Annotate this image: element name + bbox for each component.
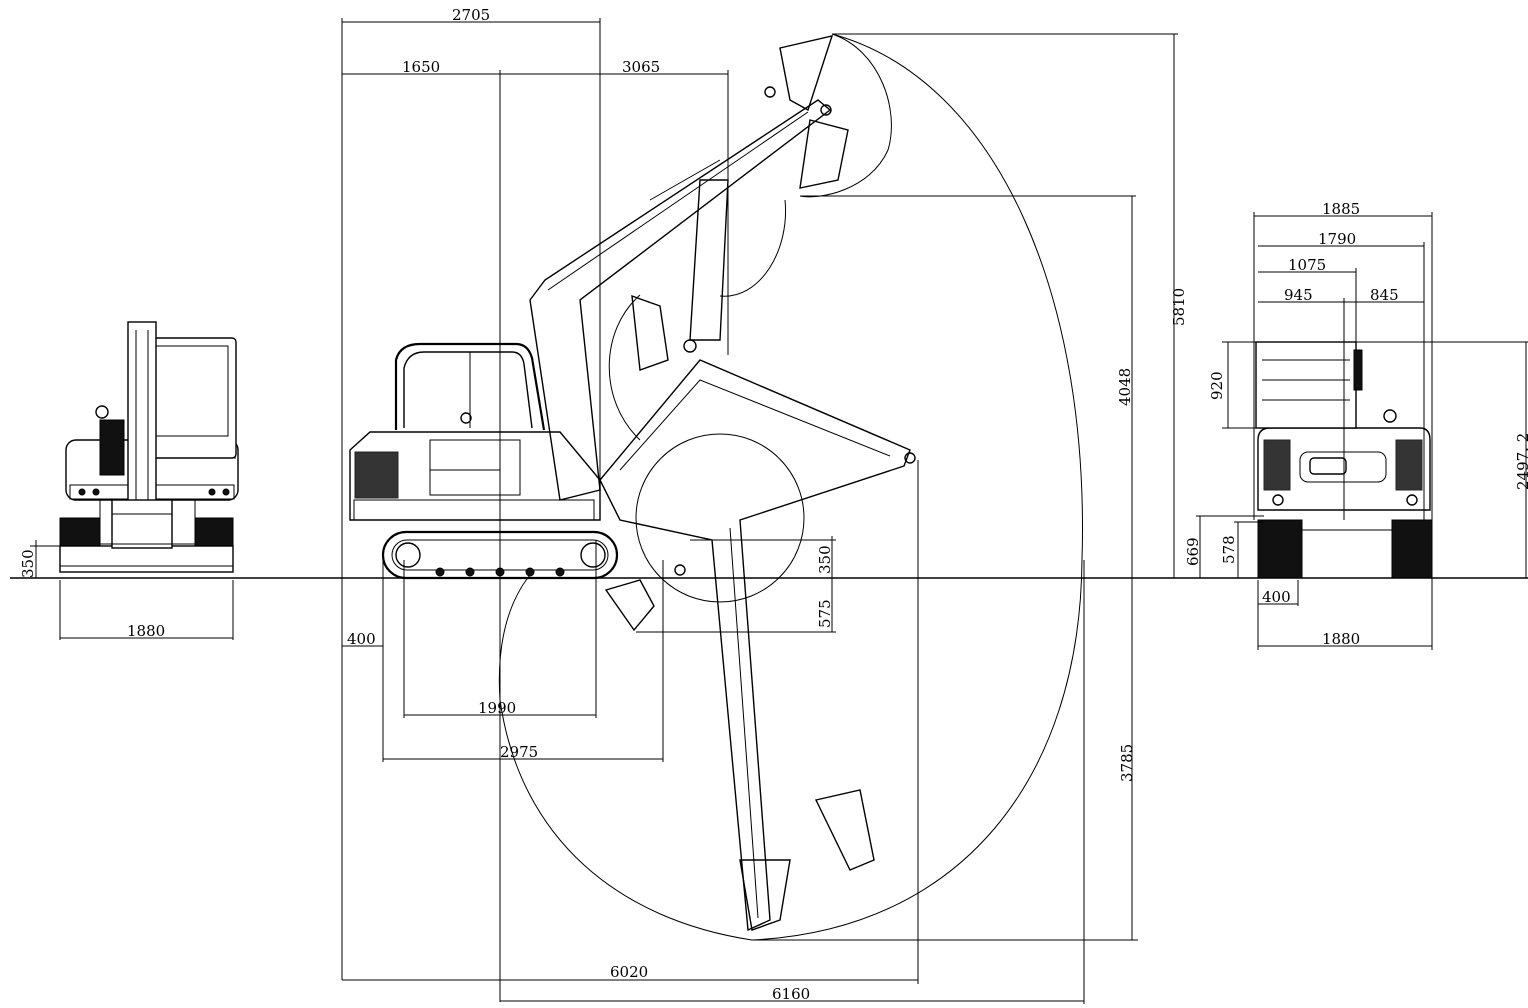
dim-575-label: 575 [816, 599, 834, 628]
rear-2497-label: 2497. 2 [1514, 433, 1528, 490]
rear-845-label: 845 [1370, 286, 1399, 304]
boom-extended [599, 294, 916, 932]
dim-5810-label: 5810 [1170, 288, 1188, 326]
dim-2705-label: 2705 [452, 6, 490, 24]
rear-1885-label: 1885 [1322, 200, 1360, 218]
dim-6020-label: 6020 [610, 963, 648, 981]
dim-1650-label: 1650 [402, 58, 440, 76]
rear-1075-label: 1075 [1288, 256, 1326, 274]
dim-350-label: 350 [816, 545, 834, 574]
dim-2975-label: 2975 [500, 743, 538, 761]
rear-945-label: 945 [1284, 286, 1313, 304]
dim-6160-label: 6160 [772, 985, 810, 1003]
rear-920-label: 920 [1208, 371, 1226, 400]
dim-1990-label: 1990 [478, 699, 516, 717]
boom-arm [529, 35, 849, 501]
rear-1880-label: 1880 [1322, 630, 1360, 648]
dim-4048-label: 4048 [1116, 368, 1134, 406]
rear-669-label: 669 [1184, 537, 1202, 566]
front-1880-label: 1880 [127, 622, 165, 640]
reach-envelope [498, 33, 1083, 941]
front-view [59, 321, 239, 573]
upper-structure [349, 342, 601, 521]
rear-1790-label: 1790 [1318, 230, 1356, 248]
rear-400-label: 400 [1262, 588, 1291, 606]
dim-3065-label: 3065 [622, 58, 660, 76]
dim-3785-label: 3785 [1118, 744, 1136, 782]
front-350-label: 350 [19, 549, 37, 578]
rear-578-label: 578 [1220, 535, 1238, 564]
dim-400-label: 400 [347, 630, 376, 648]
rear-view [1255, 341, 1433, 579]
